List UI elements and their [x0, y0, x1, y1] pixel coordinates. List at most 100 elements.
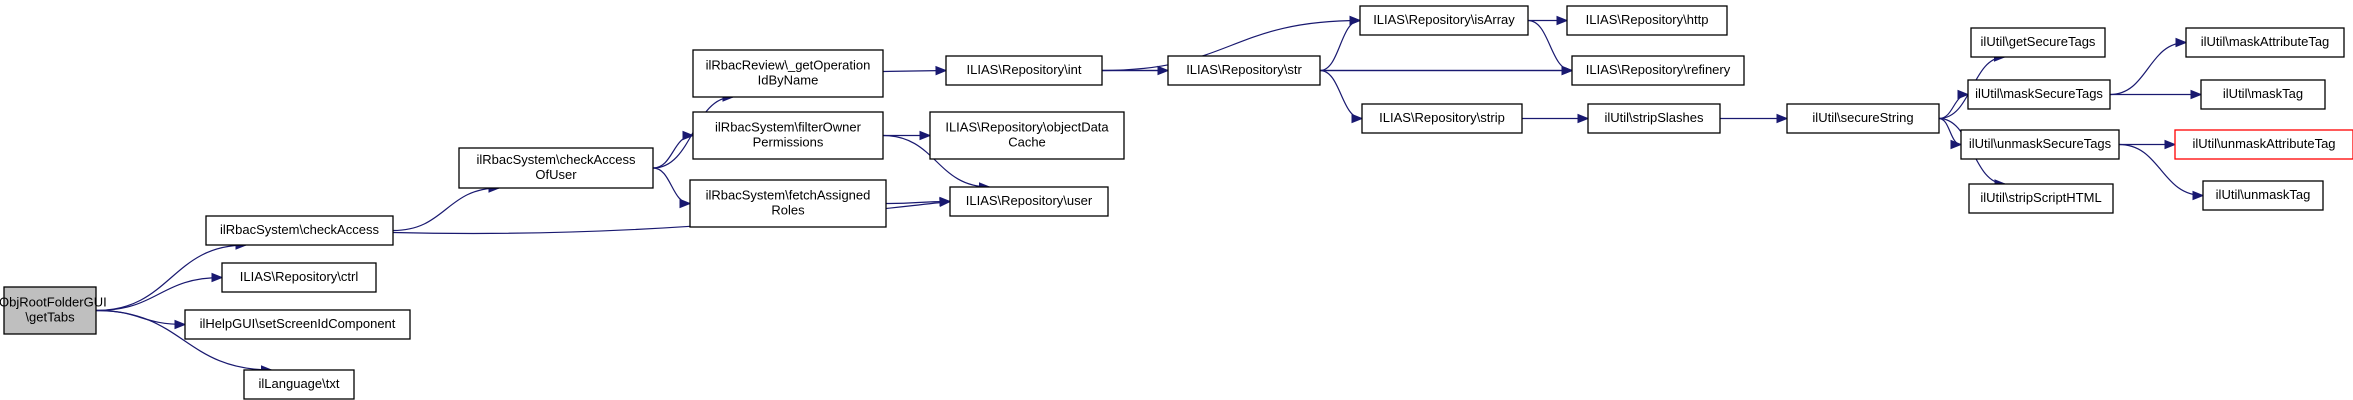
node-strip[interactable]: ILIAS\Repository\strip [1361, 103, 1523, 134]
node-box [2202, 180, 2324, 211]
edge-unmask-secure-tags-to-unmask-tag-arrowhead [2192, 190, 2205, 201]
node-label-line: ilRbacSystem\checkAccess [477, 152, 636, 167]
node-strip-slashes[interactable]: ilUtil\stripSlashes [1587, 103, 1721, 134]
node-label-line: ilRbacReview\_getOperation [706, 58, 871, 73]
edge-str-to-is-array-arrowhead [1349, 15, 1362, 26]
node-user[interactable]: ILIAS\Repository\user [949, 186, 1109, 217]
node-unmask-tag[interactable]: ilUtil\unmaskTag [2202, 180, 2324, 211]
edge-str-to-is-array [1319, 19, 1361, 72]
edge-str-to-refinery-arrowhead [1561, 65, 1574, 76]
node-unmask-attribute-tag[interactable]: ilUtil\unmaskAttributeTag [2174, 129, 2353, 160]
node-strip-script-html[interactable]: ilUtil\stripScriptHTML [1968, 183, 2114, 214]
node-is-array[interactable]: ILIAS\Repository\isArray [1359, 5, 1529, 36]
node-box [1968, 183, 2114, 214]
node-box [1960, 129, 2120, 160]
edge-secure-string-to-unmask-secure-tags-arrowhead [1950, 139, 1963, 150]
node-label-line: IdByName [758, 73, 819, 88]
edge-filter-owner-to-user [882, 134, 990, 188]
node-str[interactable]: ILIAS\Repository\str [1167, 55, 1321, 86]
node-int[interactable]: ILIAS\Repository\int [945, 55, 1103, 86]
node-label-line: Permissions [753, 135, 824, 150]
node-box [945, 55, 1103, 86]
node-label-line: ILIAS\Repository\strip [1379, 110, 1505, 125]
edge-root-to-ctrl [95, 276, 223, 312]
edge-strip-slashes-to-secure-string-arrowhead [1776, 113, 1789, 124]
node-box [1167, 55, 1321, 86]
node-ctrl[interactable]: ILIAS\Repository\ctrl [221, 262, 377, 293]
node-label-line: ILIAS\Repository\isArray [1373, 12, 1515, 27]
edge-unmask-secure-tags-to-unmask-tag [2118, 143, 2204, 197]
edge-filter-owner-to-object-data-cache-arrowhead [919, 130, 932, 141]
node-label-line: ilUtil\stripSlashes [1605, 110, 1704, 125]
edge-str-to-strip [1319, 69, 1363, 120]
nodes-layer: ilObjRootFolderGUI\getTabs ilRbacSystem\c… [0, 5, 2353, 400]
node-box [1786, 103, 1940, 134]
node-label-line: ILIAS\Repository\objectData [945, 120, 1109, 135]
node-label-line: ILIAS\Repository\http [1586, 12, 1709, 27]
node-label-line: ilUtil\maskAttributeTag [2201, 34, 2330, 49]
edge-secure-string-to-unmask-secure-tags [1938, 117, 1962, 146]
edge-check-access-of-user-to-fetch-assigned-arrowhead [679, 198, 692, 209]
node-check-access[interactable]: ilRbacSystem\checkAccess [205, 215, 394, 246]
edge-root-to-ctrl-arrowhead [211, 272, 224, 283]
node-label-line: ilUtil\getSecureTags [1981, 34, 2096, 49]
edge-is-array-to-refinery [1527, 19, 1573, 72]
edge-mask-secure-tags-to-mask-attribute-tag [2109, 41, 2187, 96]
node-label-line: ilRbacSystem\filterOwner [715, 120, 862, 135]
edge-check-access-to-check-access-of-user [392, 187, 500, 232]
node-root[interactable]: ilObjRootFolderGUI\getTabs [0, 286, 107, 335]
node-box [692, 49, 884, 98]
node-label-line: ilHelpGUI\setScreenIdComponent [200, 316, 396, 331]
node-box [692, 111, 884, 160]
node-label-line: ilUtil\maskSecureTags [1975, 86, 2103, 101]
node-secure-string[interactable]: ilUtil\secureString [1786, 103, 1940, 134]
node-mask-tag[interactable]: ilUtil\maskTag [2200, 79, 2326, 110]
node-box [929, 111, 1125, 160]
edge-check-access-of-user-to-filter-owner [652, 134, 694, 169]
node-label-line: ilUtil\stripScriptHTML [1980, 190, 2101, 205]
node-box [243, 369, 355, 400]
edges-layer [95, 15, 2205, 375]
node-box [2185, 27, 2345, 58]
edge-root-to-set-screen-arrowhead [174, 319, 187, 330]
node-box [1571, 55, 1745, 86]
node-label-line: ILIAS\Repository\str [1186, 62, 1302, 77]
node-label-line: ilObjRootFolderGUI [0, 295, 107, 310]
node-label-line: Cache [1008, 135, 1046, 150]
edge-secure-string-to-mask-secure-tags [1938, 93, 1969, 120]
node-label-line: ilUtil\unmaskAttributeTag [2192, 136, 2335, 151]
node-box [3, 286, 97, 335]
node-unmask-secure-tags[interactable]: ilUtil\unmaskSecureTags [1960, 129, 2120, 160]
node-http[interactable]: ILIAS\Repository\http [1566, 5, 1728, 36]
node-box [205, 215, 394, 246]
node-label-line: OfUser [535, 167, 577, 182]
node-box [1566, 5, 1728, 36]
node-mask-secure-tags[interactable]: ilUtil\maskSecureTags [1967, 79, 2111, 110]
node-box [1970, 27, 2106, 58]
edge-get-operation-to-int [882, 69, 947, 73]
edge-get-operation-to-int-arrowhead [935, 65, 948, 76]
node-mask-attribute-tag[interactable]: ilUtil\maskAttributeTag [2185, 27, 2345, 58]
edge-is-array-to-http-arrowhead [1556, 15, 1569, 26]
node-set-screen[interactable]: ilHelpGUI\setScreenIdComponent [184, 309, 411, 340]
node-get-secure-tags[interactable]: ilUtil\getSecureTags [1970, 27, 2106, 58]
edge-root-to-check-access [95, 244, 247, 312]
node-txt[interactable]: ilLanguage\txt [243, 369, 355, 400]
node-label-line: ILIAS\Repository\ctrl [240, 269, 359, 284]
edge-strip-to-strip-slashes-arrowhead [1577, 113, 1590, 124]
node-label-line: ilRbacSystem\checkAccess [220, 222, 379, 237]
node-label-line: ilUtil\unmaskTag [2216, 187, 2311, 202]
node-box [949, 186, 1109, 217]
node-label-line: ilLanguage\txt [259, 376, 340, 391]
node-label-line: ILIAS\Repository\refinery [1586, 62, 1731, 77]
node-box [1967, 79, 2111, 110]
node-box [221, 262, 377, 293]
node-label-line: ilUtil\unmaskSecureTags [1969, 136, 2112, 151]
node-refinery[interactable]: ILIAS\Repository\refinery [1571, 55, 1745, 86]
